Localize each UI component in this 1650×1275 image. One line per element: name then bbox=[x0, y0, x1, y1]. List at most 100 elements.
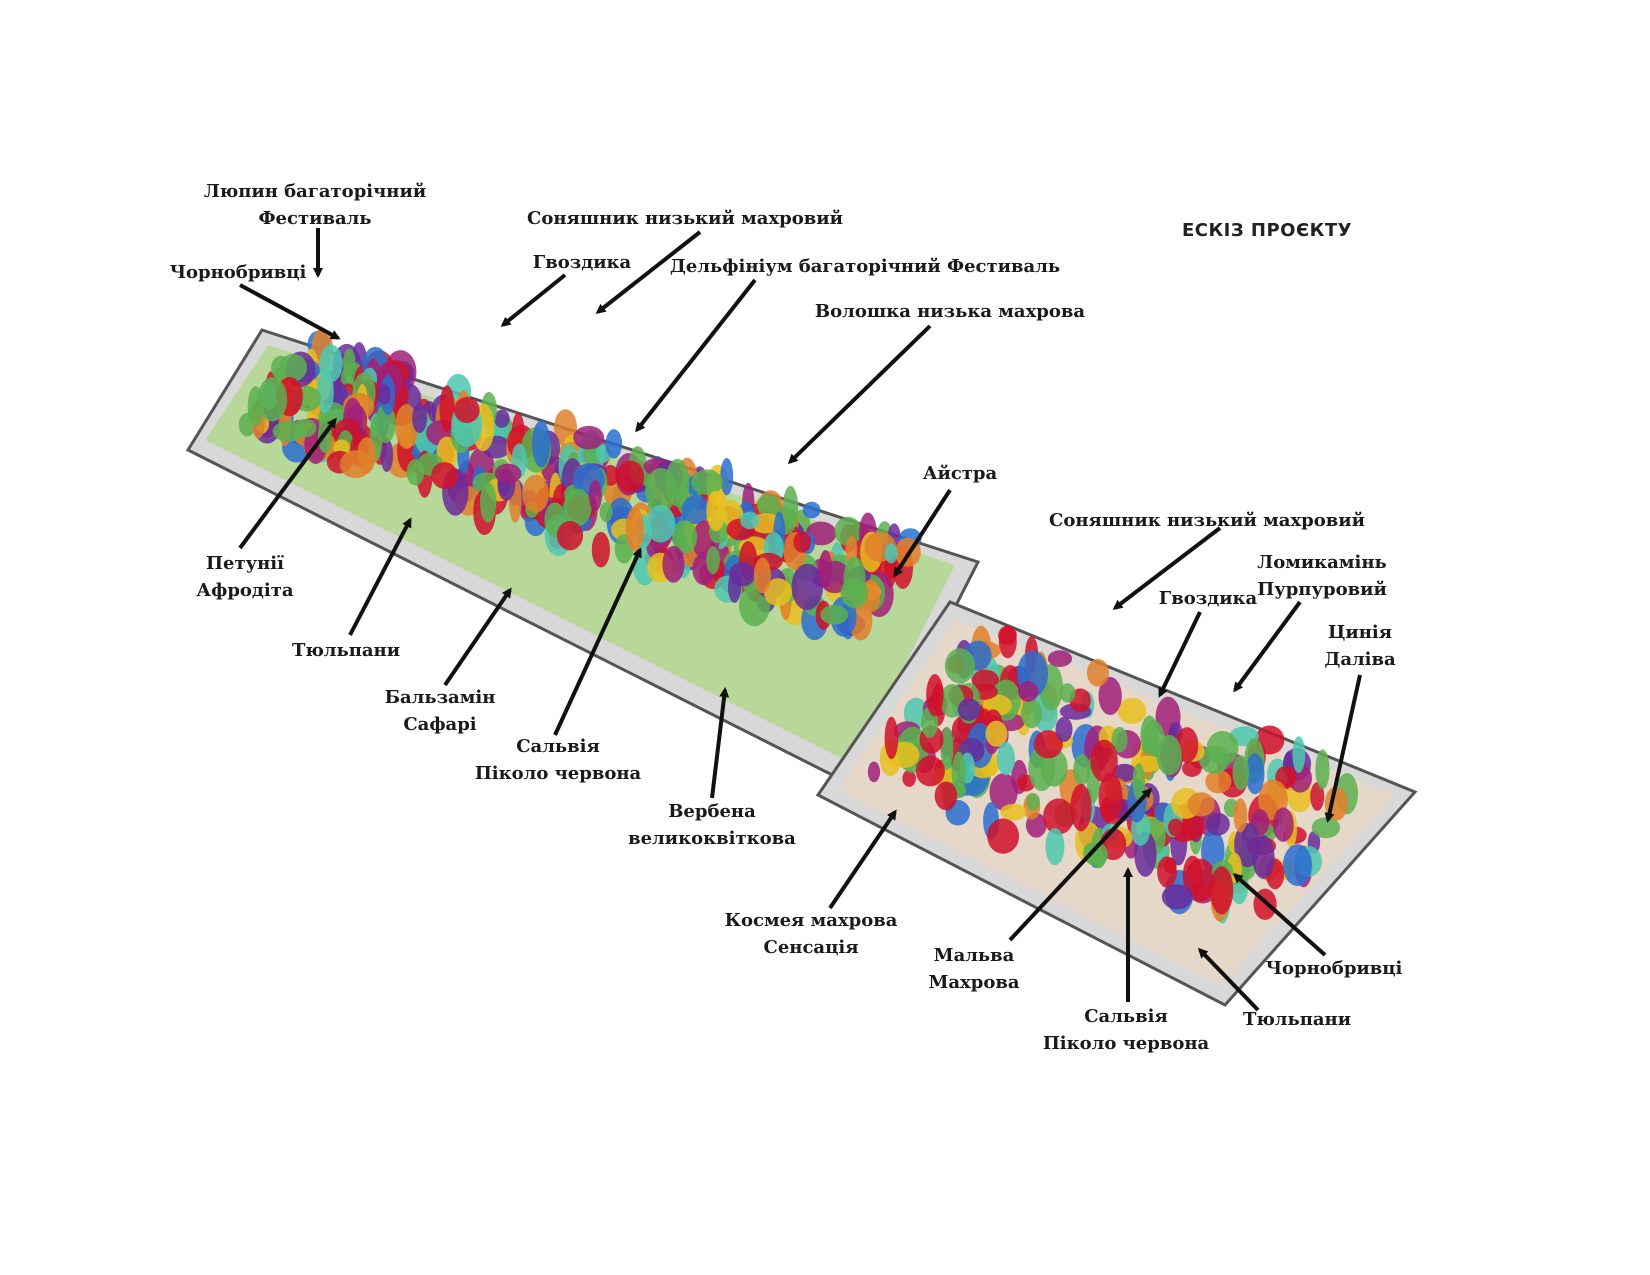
left-bed-flowers bbox=[238, 328, 922, 641]
flower-blob bbox=[706, 490, 726, 532]
flower-blob bbox=[1157, 856, 1177, 888]
flower-blob bbox=[1245, 753, 1265, 795]
label-line: Піколо червона bbox=[1042, 1033, 1210, 1054]
flower-blob bbox=[791, 563, 824, 611]
flower-blob bbox=[1070, 783, 1092, 832]
label-line: Петунії bbox=[206, 553, 284, 574]
flower-blob bbox=[1098, 676, 1122, 716]
flower-blob bbox=[934, 781, 958, 811]
flower-blob bbox=[1156, 734, 1182, 776]
flower-blob bbox=[1161, 884, 1193, 910]
flower-blob bbox=[412, 404, 428, 433]
project-sketch-title: ЕСКІЗ ПРОЄКТУ bbox=[1181, 220, 1353, 241]
flower-blob bbox=[915, 755, 945, 787]
flower-blob bbox=[1059, 683, 1076, 703]
flower-blob bbox=[1000, 803, 1027, 821]
flower-blob bbox=[989, 773, 1018, 811]
label-line: Сафарі bbox=[403, 714, 477, 735]
label-line: Цинія bbox=[1327, 622, 1393, 643]
label-verbena: Вербена великоквіткова bbox=[628, 798, 796, 852]
flower-blob bbox=[802, 501, 821, 519]
flower-blob bbox=[573, 425, 605, 450]
flower-blob bbox=[985, 720, 1008, 747]
label-line: Ломикамінь bbox=[1257, 552, 1387, 573]
flower-blob bbox=[720, 457, 734, 496]
flower-blob bbox=[902, 769, 916, 787]
flower-blob bbox=[1210, 866, 1234, 915]
flower-blob bbox=[1272, 807, 1294, 842]
flower-blob bbox=[1232, 755, 1250, 791]
flower-blob bbox=[625, 506, 644, 552]
flower-blob bbox=[1018, 681, 1039, 702]
flower-blob bbox=[1187, 792, 1215, 817]
label-sunflower-2: Соняшник низький махровий bbox=[1049, 510, 1365, 531]
flower-blob bbox=[591, 531, 610, 568]
flower-blob bbox=[691, 469, 723, 495]
flower-blob bbox=[665, 458, 690, 507]
label-line: Вербена bbox=[668, 801, 756, 822]
flower-blob bbox=[293, 418, 317, 438]
label-marigold: Чорнобривці bbox=[169, 262, 307, 283]
flower-blob bbox=[1199, 745, 1230, 774]
label-line: Мальва bbox=[933, 945, 1015, 966]
flower-blob bbox=[1140, 715, 1159, 756]
flower-blob bbox=[1233, 798, 1248, 833]
flower-blob bbox=[494, 463, 522, 484]
flower-blob bbox=[1086, 658, 1110, 687]
flower-blob bbox=[1045, 827, 1065, 866]
label-marigold-2: Чорнобривці bbox=[1265, 958, 1403, 979]
flower-blob bbox=[834, 516, 862, 546]
flower-blob bbox=[998, 625, 1017, 659]
flower-blob bbox=[996, 742, 1015, 776]
flower-blob bbox=[1206, 812, 1230, 836]
flower-blob bbox=[1020, 698, 1043, 729]
flower-blob bbox=[672, 520, 698, 554]
flower-blob bbox=[1090, 739, 1118, 783]
flower-blob bbox=[884, 716, 899, 760]
label-line: Даліва bbox=[1324, 649, 1396, 670]
label-line: Бальзамін bbox=[384, 687, 496, 708]
flower-blob bbox=[1282, 844, 1312, 887]
flower-blob bbox=[740, 511, 760, 530]
label-line: великоквіткова bbox=[628, 828, 796, 849]
flower-blob bbox=[987, 818, 1020, 854]
flower-blob bbox=[563, 488, 592, 527]
flower-blob bbox=[439, 385, 455, 432]
flower-blob bbox=[763, 578, 793, 607]
flower-blob bbox=[588, 479, 602, 512]
label-aster: Айстра bbox=[922, 463, 998, 484]
flower-blob bbox=[793, 531, 812, 553]
label-line: Махрова bbox=[928, 972, 1020, 993]
flower-blob bbox=[818, 549, 833, 589]
label-carnation: Гвоздика bbox=[532, 252, 632, 273]
flower-blob bbox=[1112, 763, 1137, 782]
label-line: Сенсація bbox=[763, 937, 859, 958]
label-line: Піколо червона bbox=[474, 763, 642, 784]
flower-blob bbox=[957, 698, 981, 721]
flower-blob bbox=[1181, 813, 1205, 841]
flower-blob bbox=[681, 494, 711, 525]
label-line: Космея махрова bbox=[724, 910, 898, 931]
flower-blob bbox=[1098, 773, 1123, 821]
label-line: Люпин багаторічний bbox=[203, 181, 427, 202]
label-sunflower: Соняшник низький махровий bbox=[527, 208, 843, 229]
flower-blob bbox=[494, 409, 510, 428]
label-cornflower: Волошка низька махрова bbox=[814, 301, 1086, 322]
flower-blob bbox=[380, 438, 394, 473]
flower-blob bbox=[867, 761, 881, 783]
flower-blob bbox=[926, 674, 944, 717]
label-delphinium: Дельфініум багаторічний Фестиваль bbox=[669, 256, 1061, 277]
label-line: Сальвія bbox=[1084, 1006, 1168, 1027]
flower-blob bbox=[532, 420, 551, 468]
left-flowerbed bbox=[185, 328, 981, 793]
label-tulips-2: Тюльпани bbox=[1242, 1009, 1352, 1030]
flower-blob bbox=[279, 353, 308, 382]
flower-blob bbox=[706, 546, 720, 575]
